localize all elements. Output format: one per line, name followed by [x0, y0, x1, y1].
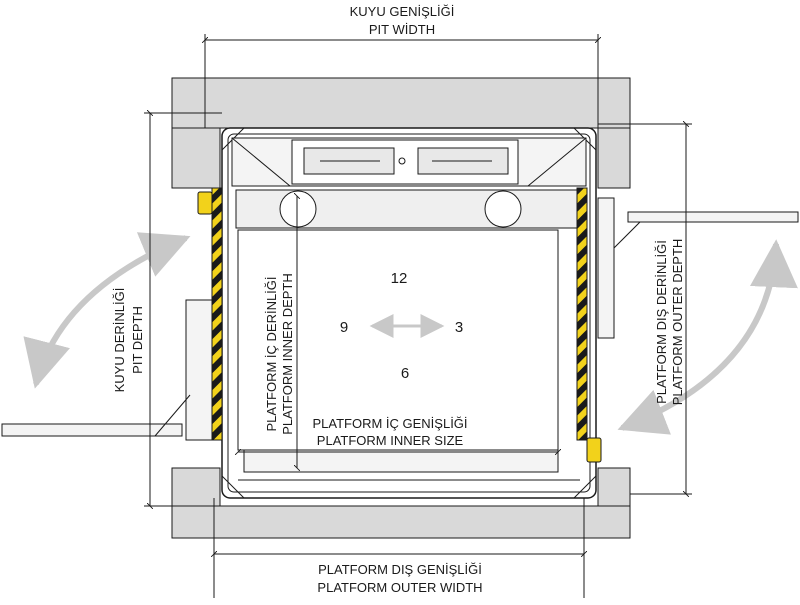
platform-outer-width-label-en: PLATFORM OUTER WIDTH	[317, 580, 482, 595]
right-door-frame	[597, 197, 615, 339]
front-threshold	[243, 449, 559, 473]
pit-width-label-tr: KUYU GENİŞLİĞİ	[350, 4, 455, 19]
pit-depth-label-en: PIT DEPTH	[130, 306, 145, 374]
pit-width-label-en: PIT WİDTH	[369, 22, 435, 37]
platform-inner-width-label-tr: PLATFORM İÇ GENİŞLİĞİ	[312, 416, 467, 431]
position-12-label: 12	[391, 270, 408, 287]
left-door-hinge-arm	[154, 394, 191, 437]
platform-inner-depth-label-tr: PLATFORM İÇ DERİNLİĞİ	[264, 276, 279, 431]
dimension-lines	[144, 34, 692, 598]
left-door-swing-arrow	[23, 232, 191, 389]
pit-walls	[171, 77, 631, 539]
right-door-swing-arrow	[617, 239, 798, 435]
platform	[197, 127, 602, 499]
text-labels: KUYU GENİŞLİĞİ PIT WİDTH KUYU DERİNLİĞİ …	[112, 4, 685, 595]
right-door-hinge-arm	[613, 221, 641, 249]
position-3-label: 3	[455, 319, 463, 336]
platform-outer-width-label-tr: PLATFORM DIŞ GENİŞLİĞİ	[318, 562, 482, 577]
platform-inner-width-label-en: PLATFORM INNER SIZE	[317, 433, 464, 448]
pit-depth-label-tr: KUYU DERİNLİĞİ	[112, 288, 127, 393]
call-button-left	[197, 191, 213, 215]
wall-bottom-left-pillar	[171, 467, 221, 507]
platform-outer-depth-label-tr: PLATFORM DIŞ DERİNLİĞİ	[654, 240, 669, 404]
left-door-frame	[185, 299, 213, 441]
rear-fixture-right	[484, 190, 522, 228]
corner-br	[573, 475, 597, 499]
wall-bottom	[171, 505, 631, 539]
compartment-braces	[231, 137, 587, 187]
platform-frame-inner-line	[227, 133, 591, 493]
call-button-right	[586, 437, 602, 463]
wall-top	[171, 77, 631, 129]
right-door-leaf	[627, 211, 799, 223]
drive-center	[398, 157, 406, 165]
wall-top-right-pillar	[597, 127, 631, 189]
rear-fixture-left	[279, 190, 317, 228]
corner-bl	[221, 475, 245, 499]
position-6-label: 6	[401, 365, 409, 382]
position-9-label: 9	[340, 319, 348, 336]
wall-top-left-pillar	[171, 127, 221, 189]
right-safety-rail	[576, 187, 588, 441]
wall-bottom-right-pillar	[597, 467, 631, 507]
platform-floor	[237, 229, 559, 451]
swing-arrows	[23, 232, 798, 435]
platform-inner-depth-label-en: PLATFORM INNER DEPTH	[280, 273, 295, 435]
platform-outer-depth-label-en: PLATFORM OUTER DEPTH	[670, 239, 685, 406]
left-safety-rail	[211, 187, 223, 441]
doors	[1, 197, 799, 441]
left-door-leaf	[1, 423, 183, 437]
